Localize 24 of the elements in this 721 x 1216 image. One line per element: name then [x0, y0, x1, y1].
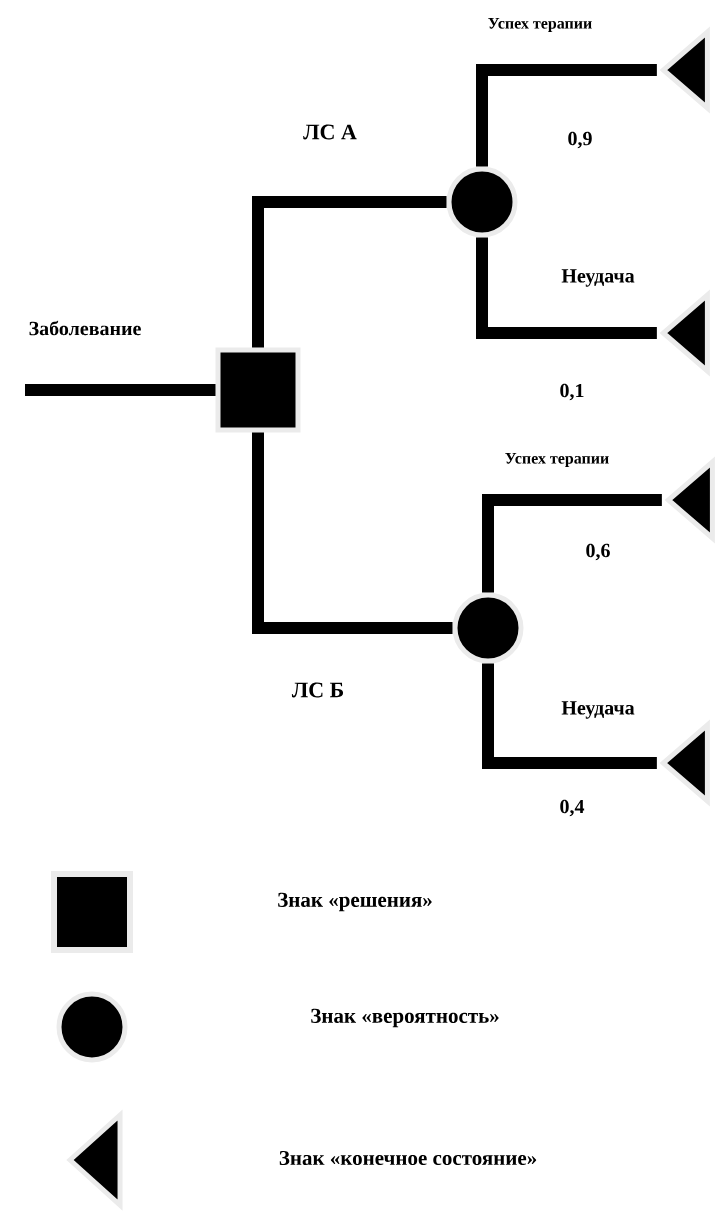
probability-label: 0,9: [568, 131, 592, 149]
chance-circle: [452, 592, 524, 664]
edge-label: Успех терапии: [503, 452, 611, 468]
branch-line: [252, 196, 447, 348]
branch-line: [476, 64, 657, 167]
branch-line: [25, 384, 216, 396]
branch-line: [252, 432, 453, 634]
edge-label: Заболевание: [27, 319, 143, 337]
branch-line: [482, 663, 657, 769]
branch-line: [476, 237, 657, 339]
probability-label: 0,1: [560, 383, 584, 401]
chance-circle: [446, 166, 518, 238]
edge-label: Неудача: [560, 268, 636, 288]
edge-label: ЛС А: [302, 123, 358, 141]
edge-label: Неудача: [560, 700, 636, 720]
legend-text: Знак «конечное состояние»: [279, 1150, 537, 1166]
decision-square: [215, 347, 301, 433]
edge-label: ЛС Б: [290, 681, 346, 699]
legend-text: Знак «решения»: [278, 892, 432, 912]
legend-text: Знак «вероятность»: [311, 1008, 499, 1028]
branch-line: [482, 494, 662, 593]
probability-label: 0,6: [586, 543, 610, 561]
probability-label: 0,4: [560, 799, 585, 817]
edge-label: Успех терапии: [486, 17, 594, 33]
